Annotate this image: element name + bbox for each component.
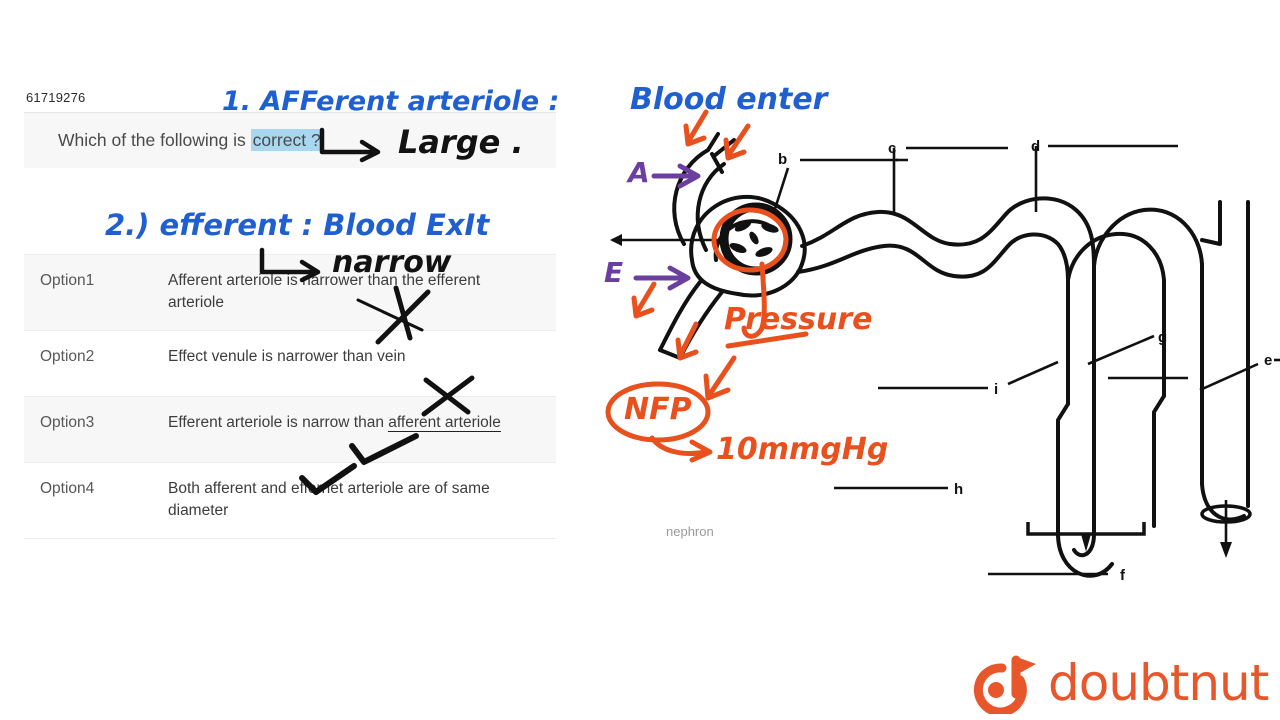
orange-flow-arrows — [631, 109, 751, 361]
bracket-h — [1026, 522, 1146, 536]
question-text-highlight: correct ? — [250, 129, 323, 151]
diagram-label-f: f — [1120, 567, 1126, 584]
question-text-plain: Which of the following is — [58, 130, 251, 150]
nephron-diagram: Blood enter — [588, 64, 1280, 594]
option-row-4[interactable]: Option4 Both afferent and effernet arter… — [24, 461, 556, 538]
arrow-f — [1220, 542, 1232, 558]
option-text-2: Effect venule is narrower than vein — [168, 347, 406, 365]
option-text-3: Efferent arteriole is narrow than affere… — [168, 413, 501, 432]
option-label-4: Option4 — [40, 479, 95, 497]
nephron-svg: b c d e f g h i — [605, 109, 1280, 584]
diagram-label-e: e — [1264, 352, 1272, 369]
option-label-3: Option3 — [40, 413, 95, 431]
options-bottom-divider — [24, 537, 556, 539]
diagram-label-c: c — [888, 140, 896, 157]
diagram-label-d: d — [1031, 138, 1040, 155]
bracket-h-pointer — [1081, 533, 1091, 552]
option-3-underlined: afferent arteriole — [388, 413, 501, 432]
diagram-caption: nephron — [666, 524, 714, 539]
diagram-label-b: b — [778, 151, 787, 168]
orange-arrow-to-nfp — [703, 355, 737, 401]
diagram-label-g: g — [1158, 329, 1167, 346]
diagram-label-letters: b c d e f g h i — [778, 138, 1272, 584]
option-text-1: Afferent arteriole is narrower than the … — [168, 271, 481, 312]
question-card: 61719276 Which of the following is corre… — [24, 88, 556, 539]
doubtnut-wordmark: doubtnut — [1048, 654, 1269, 712]
option-label-1: Option1 — [40, 271, 95, 289]
diagram-label-i: i — [994, 381, 998, 398]
orange-glomerulus-circle — [711, 207, 789, 339]
orange-nfp-circle — [605, 381, 713, 463]
question-id: 61719276 — [24, 88, 556, 113]
arrow-a — [610, 234, 622, 246]
nephron-tubule-outline — [658, 132, 1250, 578]
doubtnut-logo[interactable]: doubtnut — [962, 652, 1272, 714]
option-label-2: Option2 — [40, 347, 95, 365]
doubtnut-mark-icon — [973, 655, 1036, 714]
question-text: Which of the following is correct ? — [24, 113, 556, 168]
option-row-2[interactable]: Option2 Effect venule is narrower than v… — [24, 329, 556, 396]
option-row-3[interactable]: Option3 Efferent arteriole is narrow tha… — [24, 395, 556, 462]
option-text-4: Both afferent and effernet arteriole are… — [168, 479, 490, 520]
question-spacer — [24, 167, 556, 254]
diagram-label-h: h — [954, 481, 963, 498]
option-row-1[interactable]: Option1 Afferent arteriole is narrower t… — [24, 253, 556, 330]
orange-pressure-underline — [725, 331, 809, 349]
label-leaders — [612, 144, 1280, 576]
